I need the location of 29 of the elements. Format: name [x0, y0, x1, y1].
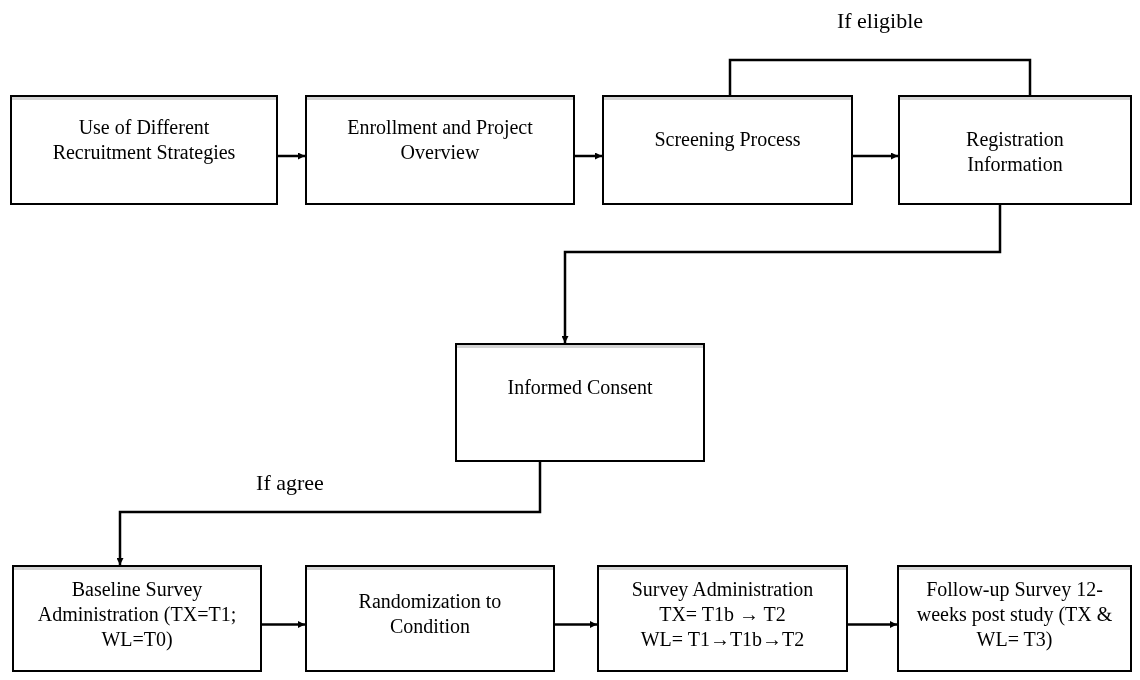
arrow: [262, 621, 305, 628]
box-text: Follow-up Survey 12-weeks post study (TX & WL= T3): [915, 577, 1114, 652]
box-text: WL= T1→T1b→T2: [640, 627, 805, 652]
process-box: [12, 565, 262, 672]
box-text: Survey Administration: [631, 577, 814, 602]
box-text: Randomization to Condition: [357, 589, 503, 639]
arrow: [561, 205, 1002, 343]
box-text: Screening Process: [654, 127, 801, 152]
process-box: [597, 565, 848, 672]
process-box: [10, 95, 278, 205]
process-box: [897, 565, 1132, 672]
arrow: [575, 152, 602, 160]
box-text: Enrollment and Project Overview: [346, 115, 534, 165]
process-box: [455, 343, 705, 462]
box-text: Baseline Survey Administration (TX=T1; WL=T0): [36, 577, 238, 652]
arrow: [116, 462, 542, 565]
box-text: TX= T1b → T2: [659, 602, 786, 627]
process-box: [305, 565, 555, 672]
process-box: [305, 95, 575, 205]
box-text: Registration Information: [965, 127, 1065, 177]
arrow: [555, 621, 597, 628]
arrow: [853, 152, 898, 160]
connector-line: [728, 58, 1032, 95]
process-box: [898, 95, 1132, 205]
process-box: [602, 95, 853, 205]
box-text: Informed Consent: [507, 375, 653, 400]
arrow: [848, 621, 897, 628]
arrow: [278, 152, 305, 160]
box-text: Use of Different Recruitment Strategies: [51, 115, 237, 165]
